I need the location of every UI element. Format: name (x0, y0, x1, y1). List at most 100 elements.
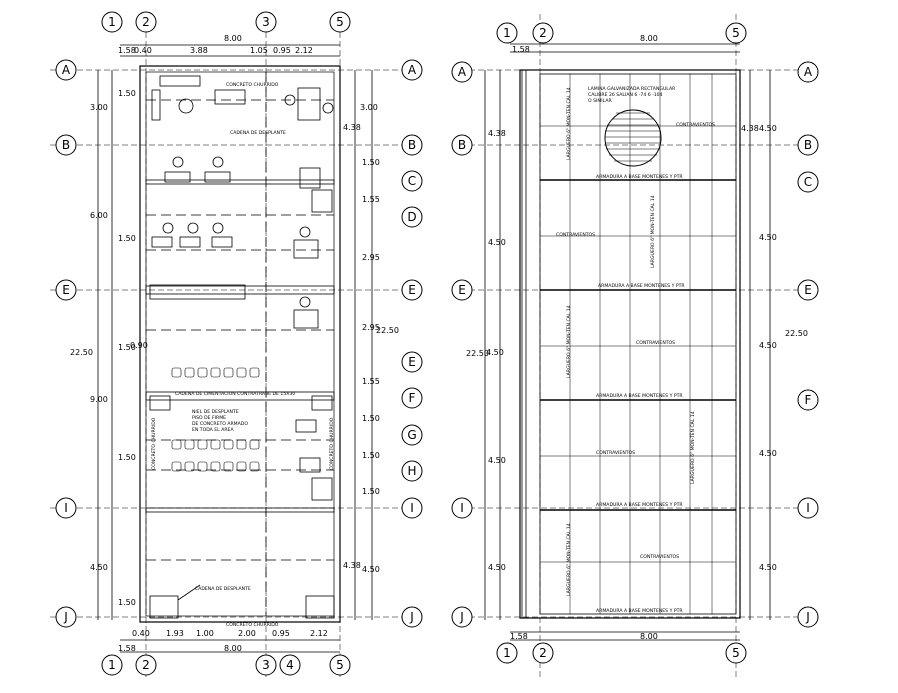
bubble-label: J (409, 610, 414, 624)
right-dim-r1: 3.00 (360, 103, 378, 112)
seat (249, 439, 260, 450)
cadena-mid-label: CADENA DE CIMENTACION CONTRATRABE DE 15X… (175, 391, 295, 397)
seat (184, 461, 195, 472)
bubble-label: A (408, 63, 417, 77)
right-dim-r2: 4.38 (343, 123, 361, 132)
left-row-bubbles-right: A B C D E E F G H I J (401, 59, 423, 628)
side-left-label: CONCRETO CHURRIDO (151, 417, 157, 470)
bubble-label: E (458, 283, 466, 297)
grid-bubble: 2 (532, 22, 554, 44)
skylight-circle (604, 109, 662, 167)
left-dim-a4: 4.50 (90, 563, 108, 572)
lamina-line-3: O SIMILAR (588, 98, 612, 104)
bubble-label: I (460, 501, 464, 515)
seat (171, 367, 182, 378)
left-bottom-dim-1: 1.58 (118, 644, 136, 653)
bubble-label: 5 (732, 26, 740, 40)
right-dim-r5: 2.95 (362, 253, 380, 262)
grid-bubble: 2 (135, 654, 157, 676)
grid-bubble: 2 (135, 11, 157, 33)
roof-top-total-dim: 8.00 (640, 34, 658, 43)
bubble-label: 5 (336, 15, 344, 29)
seat (223, 367, 234, 378)
roof-column-bubbles-top: 1 2 5 (496, 22, 747, 44)
left-dim-a1: 3.00 (90, 103, 108, 112)
grid-bubble: D (401, 206, 423, 228)
bubble-label: 2 (142, 15, 150, 29)
left-bottom-dim-2: 0.40 (132, 629, 150, 638)
bubble-label: E (408, 283, 416, 297)
lamina-line-2: CALIBRE 26 SALIAN 6 -74 6 -104 (588, 92, 663, 98)
bubble-label: 2 (539, 26, 547, 40)
roof-left-dim-5: 4.50 (488, 563, 506, 572)
grid-bubble: 5 (329, 654, 351, 676)
bubble-label: A (458, 65, 467, 79)
roof-row-bubbles-right: A B C E F I J (797, 61, 819, 628)
larguero-label-3: LARGUERO 6" MON-TEN CAL 14 (566, 305, 572, 378)
left-row-bubbles-left: A B E I J (55, 59, 77, 628)
left-top-dim-2: 0.40 (134, 46, 152, 55)
roof-right-dim-4: 4.50 (759, 341, 777, 350)
bubble-label: F (805, 393, 812, 407)
left-foundation-plan (50, 14, 420, 680)
bubble-label: B (804, 138, 812, 152)
bubble-label: 3 (262, 15, 270, 29)
seat (236, 367, 247, 378)
cadena-bottom-label: CADENA DE DESPLANTE (195, 586, 251, 592)
bubble-label: J (459, 610, 464, 624)
right-roof-plan (460, 14, 820, 680)
seat (184, 439, 195, 450)
grid-bubble: G (401, 424, 423, 446)
contravientos-label-1: CONTRAVIENTOS (676, 122, 715, 128)
seat (197, 439, 208, 450)
left-top-dim-3: 3.88 (190, 46, 208, 55)
roof-left-total-dim: 22.50 (466, 349, 489, 358)
right-dim-r3: 1.50 (362, 158, 380, 167)
grid-bubble: 5 (725, 642, 747, 664)
armadura-label-3: ARMADURA A BASE MONTENES Y PTR (596, 393, 683, 399)
larguero-label-5: LARGUERO 6" MON-TEN CAL 14 (566, 523, 572, 596)
roof-right-dim-2: 4.50 (759, 124, 777, 133)
larguero-label-2: LARGUERO 6" MON-TEN CAL 14 (650, 195, 656, 268)
roof-right-dim-5: 4.50 (759, 449, 777, 458)
note-line-2: PISO DE FIRME (192, 415, 226, 421)
grid-bubble: A (55, 59, 77, 81)
bubble-label: E (804, 283, 812, 297)
seat (249, 461, 260, 472)
larguero-label-4: LARGUERO 6" MON-TEN CAL 14 (690, 411, 696, 484)
bubble-label: B (458, 138, 466, 152)
roof-left-dim-3: 4.50 (486, 348, 504, 357)
grid-bubble: 5 (725, 22, 747, 44)
seat (184, 367, 195, 378)
grid-bubble: B (55, 134, 77, 156)
left-top-dim-6: 2.12 (295, 46, 313, 55)
bubble-label: 4 (286, 658, 294, 672)
seat (210, 461, 221, 472)
grid-bubble: 3 (255, 654, 277, 676)
seat (236, 461, 247, 472)
grid-bubble: J (55, 606, 77, 628)
side-right-label: CONCRETO CHURRIDO (329, 417, 335, 470)
grid-bubble: 1 (496, 22, 518, 44)
left-column-bubbles-top: 1 2 3 5 (101, 11, 351, 33)
grid-bubble: E (401, 351, 423, 373)
left-bottom-total-dim: 8.00 (224, 644, 242, 653)
right-dim-r10: 1.50 (362, 487, 380, 496)
right-dim-r9: 1.50 (362, 451, 380, 460)
contravientos-label-5: CONTRAVIENTOS (640, 554, 679, 560)
bubble-label: H (407, 464, 416, 478)
seat (197, 461, 208, 472)
larguero-label-1: LARGUERO 6" MON-TEN CAL 14 (566, 87, 572, 160)
right-dim-r8: 1.50 (362, 414, 380, 423)
cadena-top-label: CADENA DE DESPLANTE (230, 130, 286, 136)
bubble-label: 3 (262, 658, 270, 672)
grid-bubble: J (797, 606, 819, 628)
roof-bottom-dim-1: 1.58 (510, 632, 528, 641)
right-total-height-dim: 22.50 (376, 326, 399, 335)
left-column-bubbles-bottom: 1 2 3 4 5 (101, 654, 351, 676)
left-dim-a2: 6.00 (90, 211, 108, 220)
bubble-label: B (62, 138, 70, 152)
bubble-label: A (804, 65, 813, 79)
grid-bubble: H (401, 460, 423, 482)
